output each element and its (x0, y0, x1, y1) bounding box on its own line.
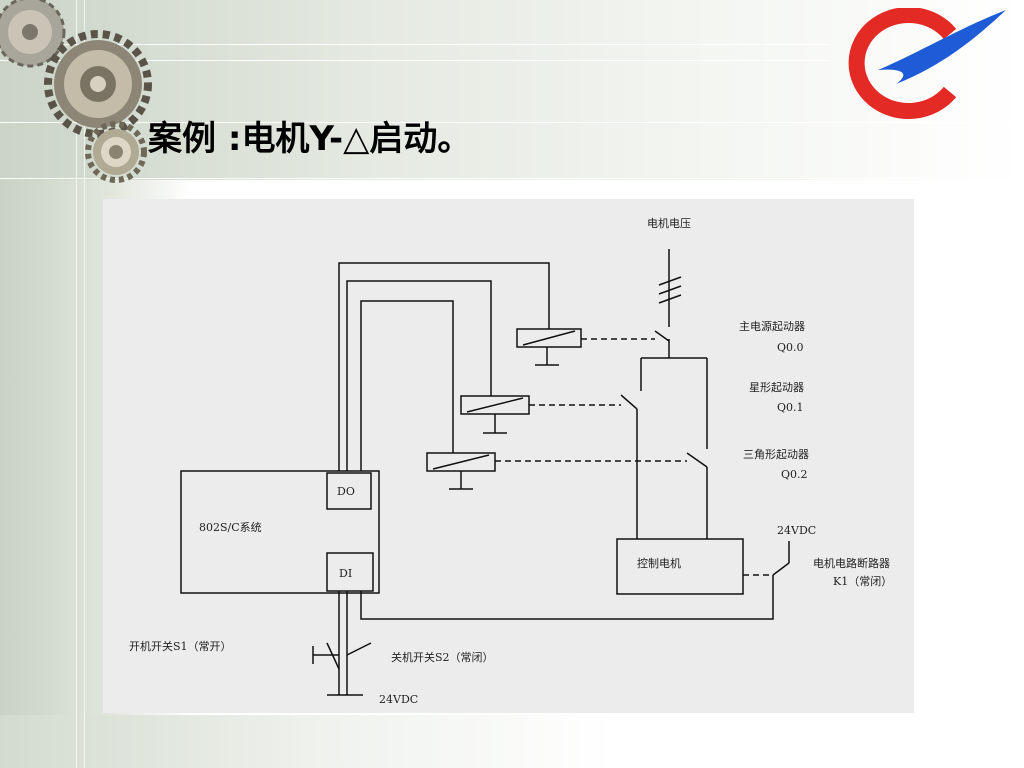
switch-s2-label: 关机开关S2（常闭） (391, 650, 494, 664)
switch-s1-label: 开机开关S1（常开） (129, 639, 232, 653)
decor-line (0, 44, 830, 45)
company-logo (848, 8, 1006, 119)
gear-icon (0, 0, 66, 68)
gears-decoration (0, 0, 152, 183)
breaker-state-label: K1（常闭） (833, 575, 892, 588)
breaker-label: 电机电路断路器 (813, 556, 890, 570)
logo-ring-shape (848, 8, 957, 119)
do-port-box (326, 472, 372, 510)
title-bold-part: 案例 (148, 119, 216, 159)
gear-icon (85, 121, 147, 183)
decor-line (0, 60, 830, 61)
motor-voltage-label: 电机电压 (647, 216, 691, 230)
plc-system-label: 802S/C系统 (199, 521, 262, 534)
logo-wing-shape (878, 10, 1006, 84)
di-port-label: DI (339, 567, 352, 580)
slide-title: 案例 :电机Y-△启动。 (148, 113, 471, 165)
delta-starter-address: Q0.2 (781, 468, 808, 481)
star-starter-label: 星形起动器 (749, 381, 804, 394)
feed-tick (658, 294, 682, 304)
delta-contact (686, 452, 708, 468)
main-contact (654, 330, 670, 342)
supply-top-label: 24VDC (777, 524, 816, 537)
star-starter-address: Q0.1 (777, 401, 804, 414)
decor-line (84, 0, 85, 768)
supply-line (772, 562, 790, 576)
main-starter-label: 主电源起动器 (739, 319, 805, 333)
control-motor-label: 控制电机 (637, 556, 681, 570)
title-rest: 电机Y-△启动。 (241, 119, 472, 159)
feed-tick (658, 276, 682, 286)
feed-tick (658, 285, 682, 295)
do-wire-main (338, 262, 550, 471)
supply-bottom-label: 24VDC (379, 693, 418, 706)
plc-block (180, 470, 380, 594)
decor-line (0, 122, 1024, 123)
decor-line (76, 0, 77, 768)
gear-icon (44, 30, 152, 138)
do-port-label: DO (337, 485, 355, 498)
do-wire-star (346, 280, 492, 471)
switch-s1 (326, 642, 340, 670)
switch-s2 (346, 642, 372, 656)
title-colon: : (216, 119, 242, 159)
wiring-diagram: 电机电压 主电源起动器 Q0.0 星形起动器 Q0.1 三角形起动器 Q0.2 … (103, 199, 914, 713)
star-contact (620, 394, 638, 410)
decor-line (0, 178, 1024, 179)
background-bottom-band (0, 715, 1024, 768)
control-motor-box (616, 538, 744, 595)
di-port-box (326, 552, 374, 592)
do-wire-delta (360, 300, 454, 471)
wiring-diagram-svg: 电机电压 主电源起动器 Q0.0 星形起动器 Q0.1 三角形起动器 Q0.2 … (129, 216, 892, 706)
delta-starter-label: 三角形起动器 (743, 448, 809, 461)
background-top-band (0, 0, 1024, 180)
main-starter-address: Q0.0 (777, 341, 804, 354)
di-wire (360, 575, 774, 620)
